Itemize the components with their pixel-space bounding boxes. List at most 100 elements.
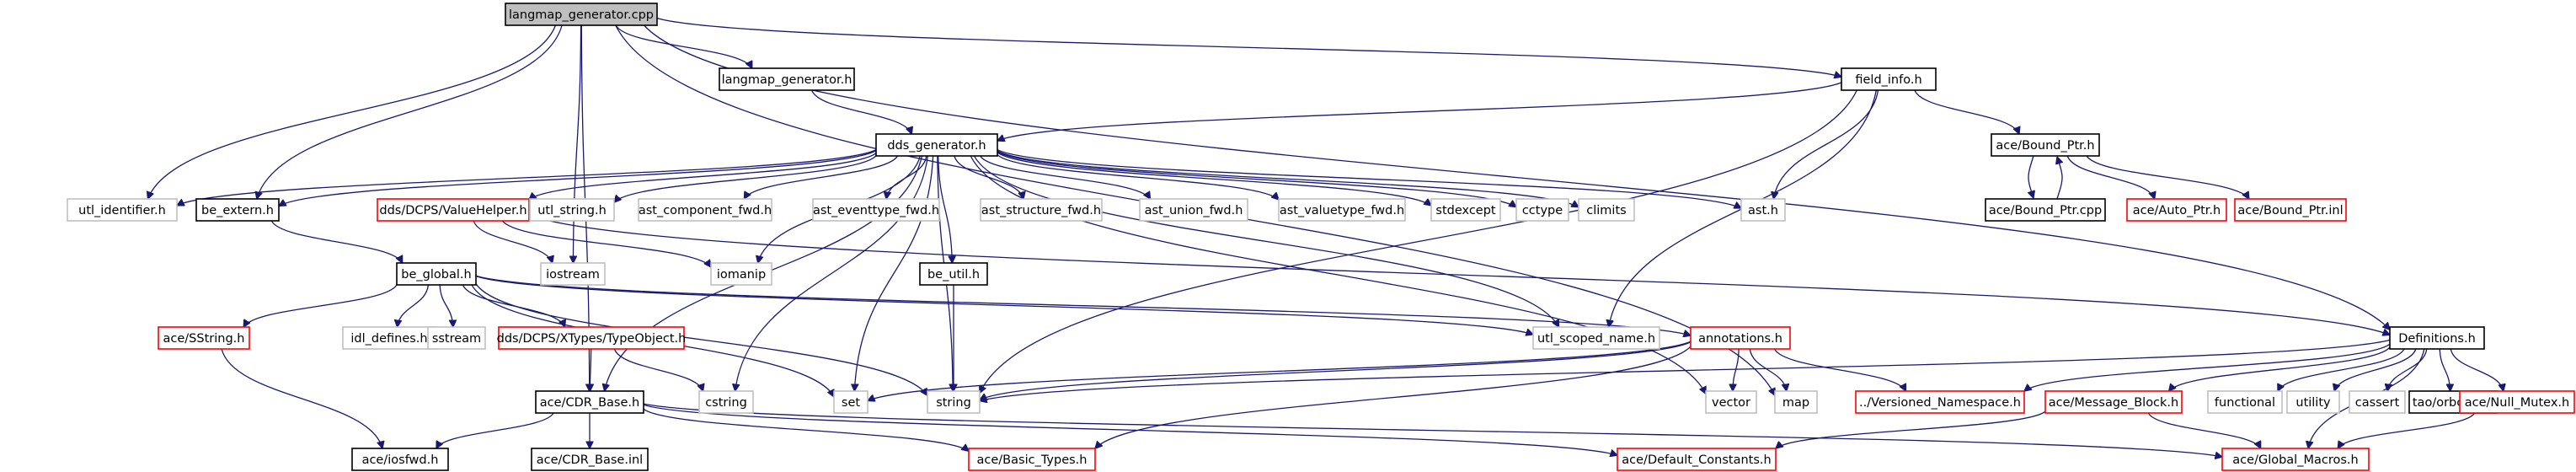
- node-label: utl_scoped_name.h: [1537, 332, 1655, 346]
- edge-langmap-generator-cpp-to-utl-identifier-h: [148, 24, 557, 199]
- edge-dds-generator-h-to-utl-scoped-name-h: [973, 155, 1558, 327]
- node-ace-global-macros-h[interactable]: ace/Global_Macros.h: [2221, 448, 2370, 471]
- node-box: [535, 390, 644, 414]
- node-ast-union-fwd-h[interactable]: ast_union_fwd.h: [1139, 198, 1248, 222]
- edge-definitions-h-to-ace-message-block-h: [2169, 346, 2391, 391]
- node-label: ace/Basic_Types.h: [977, 453, 1088, 467]
- edge-line: [148, 24, 557, 199]
- node-box: [1774, 390, 1818, 414]
- node-definitions-h[interactable]: Definitions.h: [2389, 326, 2485, 350]
- node-iostream[interactable]: iostream: [540, 262, 606, 286]
- node-string[interactable]: string: [927, 390, 981, 414]
- node-ace-bound-ptr-inl[interactable]: ace/Bound_Ptr.inl: [2234, 198, 2347, 222]
- node-label: ace/Bound_Ptr.cpp: [1989, 204, 2102, 217]
- node-annotations-h[interactable]: annotations.h: [1690, 326, 1791, 350]
- node-ace-bound-ptr-cpp[interactable]: ace/Bound_Ptr.cpp: [1985, 198, 2106, 222]
- node-ast-component-fwd-h[interactable]: ast_component_fwd.h: [638, 198, 772, 222]
- node-label: langmap_generator.cpp: [509, 8, 654, 22]
- edge-field-info-h-to-dds-generator-h: [997, 82, 1842, 141]
- node-ast-valuetype-fwd-h[interactable]: ast_valuetype_fwd.h: [1278, 198, 1406, 222]
- node-ace-auto-ptr-h[interactable]: ace/Auto_Ptr.h: [2126, 198, 2227, 222]
- edge-field-info-h-to-string: [980, 89, 1857, 393]
- node-ace-bound-ptr-h[interactable]: ace/Bound_Ptr.h: [1991, 133, 2100, 157]
- node-label: climits: [1586, 204, 1626, 217]
- node-functional[interactable]: functional: [2207, 390, 2283, 414]
- node-versioned-namespace-h[interactable]: ../Versioned_Namespace.h: [1855, 390, 2025, 414]
- node-langmap-generator-h[interactable]: langmap_generator.h: [719, 67, 855, 91]
- node-ace-basic-types-h[interactable]: ace/Basic_Types.h: [968, 448, 1096, 471]
- edge-langmap-generator-cpp-to-langmap-generator-h: [615, 24, 752, 68]
- node-iomanip[interactable]: iomanip: [710, 262, 772, 286]
- node-climits[interactable]: climits: [1578, 198, 1635, 222]
- node-ace-message-block-h[interactable]: ace/Message_Block.h: [2044, 390, 2183, 414]
- node-stdexcept[interactable]: stdexcept: [1430, 198, 1501, 222]
- node-map[interactable]: map: [1774, 390, 1818, 414]
- node-dds-generator-h[interactable]: dds_generator.h: [875, 133, 998, 157]
- node-ace-iosfwd-h[interactable]: ace/iosfwd.h: [351, 448, 449, 471]
- node-label: dds_generator.h: [887, 139, 986, 153]
- node-be-extern-h[interactable]: be_extern.h: [195, 198, 280, 222]
- node-valuehelper-h[interactable]: dds/DCPS/ValueHelper.h: [377, 198, 530, 222]
- node-ast-eventtype-fwd-h[interactable]: ast_eventtype_fwd.h: [812, 198, 940, 222]
- node-cassert[interactable]: cassert: [2349, 390, 2406, 414]
- edge-definitions-h-to-ace-null-mutex-h: [2450, 348, 2504, 391]
- edge-dds-generator-h-to-vector: [970, 155, 1706, 394]
- node-label: cctype: [1522, 204, 1563, 217]
- node-label: functional: [2215, 396, 2275, 410]
- node-label: dds/DCPS/XTypes/TypeObject.h: [497, 332, 687, 346]
- edge-line: [744, 155, 899, 199]
- node-cctype[interactable]: cctype: [1515, 198, 1569, 222]
- node-langmap-generator-cpp[interactable]: langmap_generator.cpp: [505, 3, 658, 26]
- node-label: set: [842, 396, 860, 410]
- node-utility[interactable]: utility: [2286, 390, 2340, 414]
- edge-ace-message-block-h-to-ace-global-macros-h: [2147, 412, 2260, 448]
- node-sstream[interactable]: sstream: [427, 326, 486, 350]
- edge-dds-generator-h-to-cctype: [997, 151, 1516, 207]
- edge-langmap-generator-cpp-to-iostream: [573, 24, 582, 263]
- node-ace-sstring-h[interactable]: ace/SString.h: [158, 326, 250, 350]
- node-box: [875, 133, 998, 157]
- node-box: [833, 390, 868, 414]
- node-be-util-h[interactable]: be_util.h: [919, 262, 988, 286]
- node-vector[interactable]: vector: [1705, 390, 1757, 414]
- node-ace-cdr-base-inl[interactable]: ace/CDR_Base.inl: [531, 448, 649, 471]
- node-set[interactable]: set: [833, 390, 868, 414]
- edge-line: [643, 408, 969, 451]
- edge-be-global-h-to-annotations-h: [475, 275, 1691, 335]
- node-box: [1139, 198, 1248, 222]
- edge-line: [980, 339, 2391, 400]
- node-box: [377, 198, 530, 222]
- node-field-info-h[interactable]: field_info.h: [1841, 67, 1937, 91]
- node-utl-string-h[interactable]: utl_string.h: [529, 198, 615, 222]
- edge-line: [475, 275, 1533, 335]
- node-be-global-h[interactable]: be_global.h: [396, 262, 477, 286]
- edge-typeobject-h-to-ace-cdr-base-h: [590, 348, 591, 391]
- edge-line: [473, 220, 552, 263]
- edge-line: [2066, 155, 2154, 199]
- node-cstring[interactable]: cstring: [698, 390, 754, 414]
- node-typeobject-h[interactable]: dds/DCPS/XTypes/TypeObject.h: [497, 326, 687, 350]
- node-ace-default-constants-h[interactable]: ace/Default_Constants.h: [1617, 448, 1777, 471]
- edge-dds-generator-h-to-ast-component-fwd-h: [744, 155, 899, 199]
- edge-line: [1749, 348, 1786, 391]
- node-label: ast_valuetype_fwd.h: [1280, 204, 1404, 217]
- node-idl-defines-h[interactable]: idl_defines.h: [342, 326, 436, 350]
- edge-line: [475, 275, 1691, 335]
- edge-ace-cdr-base-h-to-ace-iosfwd-h: [436, 412, 554, 448]
- edge-line: [1733, 348, 1740, 391]
- edge-line: [980, 341, 1692, 400]
- edge-be-global-h-to-idl-defines-h: [398, 284, 430, 327]
- node-box: [1985, 198, 2106, 222]
- edge-line: [221, 348, 382, 448]
- edge-line: [2169, 346, 2391, 391]
- node-ace-cdr-base-h[interactable]: ace/CDR_Base.h: [535, 390, 644, 414]
- node-utl-scoped-name-h[interactable]: utl_scoped_name.h: [1532, 326, 1660, 350]
- node-ast-h[interactable]: ast.h: [1740, 198, 1786, 222]
- edge-valuehelper-h-to-iomanip: [501, 220, 712, 267]
- edge-line: [270, 220, 402, 263]
- node-ace-null-mutex-h[interactable]: ace/Null_Mutex.h: [2459, 390, 2575, 414]
- node-box: [698, 390, 754, 414]
- node-utl-identifier-h[interactable]: utl_identifier.h: [67, 198, 178, 222]
- node-ast-structure-fwd-h[interactable]: ast_structure_fwd.h: [980, 198, 1103, 222]
